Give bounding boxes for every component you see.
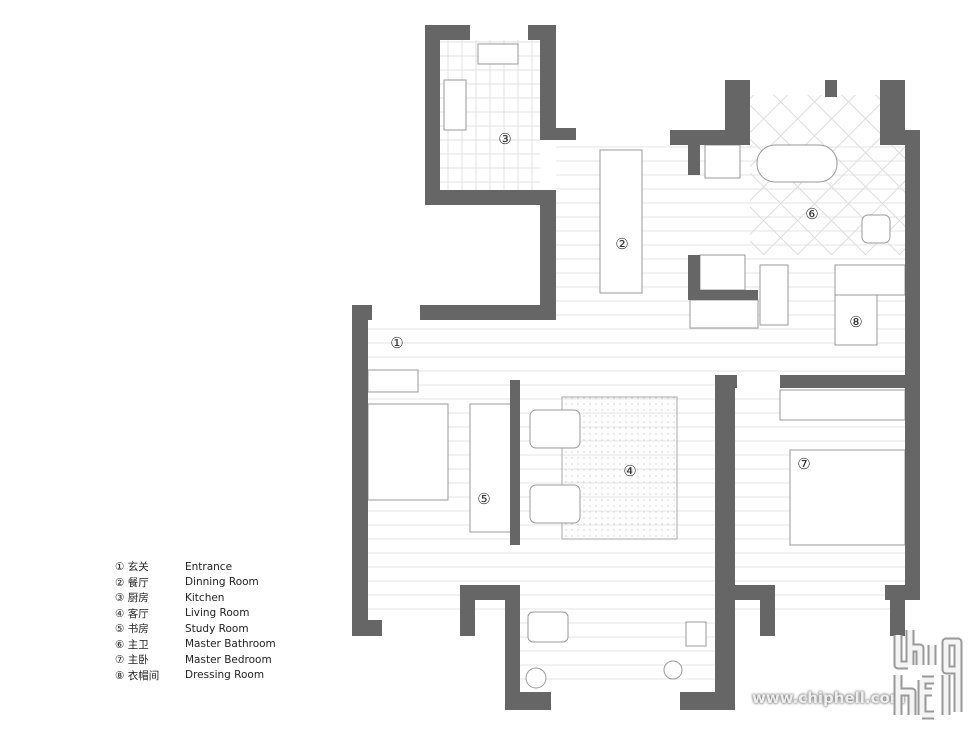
- room-label-4: ④: [623, 462, 636, 480]
- toilet: [861, 214, 891, 244]
- study-bed: [367, 403, 449, 501]
- room-label-6: ⑥: [805, 205, 818, 223]
- room-label-3: ③: [498, 130, 511, 148]
- rug: [561, 396, 678, 540]
- shower: [704, 144, 741, 179]
- chiphell-logo: [893, 630, 963, 720]
- dining-table: [599, 149, 643, 294]
- armchair: [529, 409, 581, 449]
- walls: [352, 25, 920, 710]
- room-label-7: ⑦: [797, 455, 810, 473]
- room-label-2: ②: [615, 235, 628, 253]
- bathtub: [756, 144, 838, 183]
- room-label-5: ⑤: [477, 490, 490, 508]
- room-label-8: ⑧: [849, 313, 862, 331]
- room-label-1: ①: [390, 334, 403, 352]
- wardrobe: [779, 389, 906, 421]
- watermark-url: www.chiphell.com: [752, 689, 906, 707]
- study-desk: [469, 403, 513, 533]
- armchair: [529, 484, 581, 524]
- sink: [759, 264, 789, 326]
